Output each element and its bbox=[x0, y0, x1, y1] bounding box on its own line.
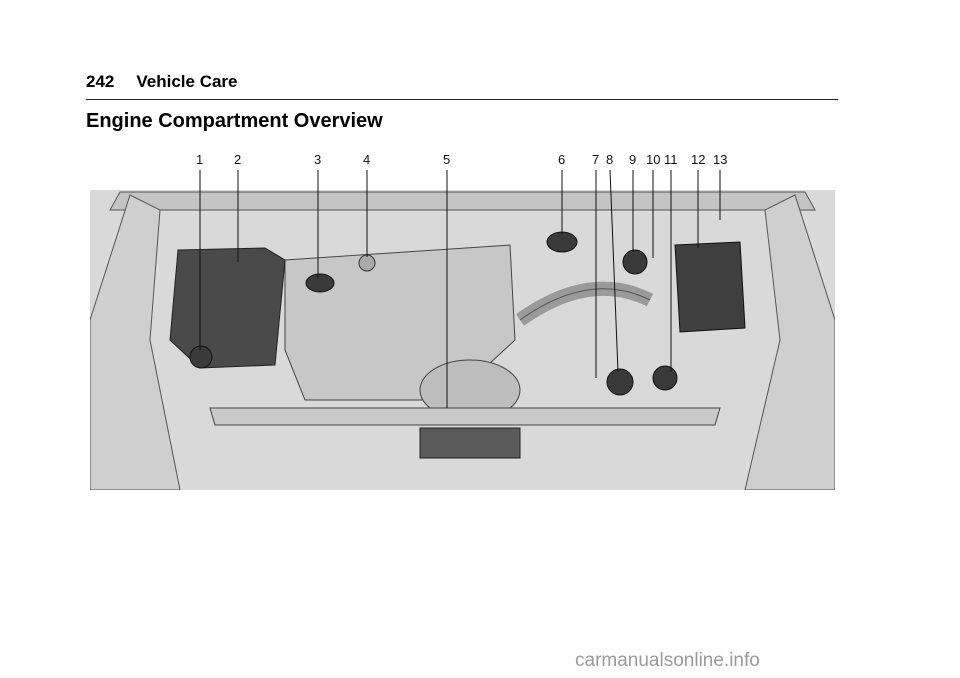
callout-11: 11 bbox=[664, 152, 678, 167]
callout-3: 3 bbox=[314, 152, 321, 167]
callout-1: 1 bbox=[196, 152, 203, 167]
header-rule bbox=[86, 99, 838, 100]
brake-fluid-cap bbox=[622, 249, 648, 275]
front-crossmember bbox=[209, 407, 721, 426]
fuse-block bbox=[674, 241, 746, 333]
coolant-reservoir-cap bbox=[546, 231, 578, 253]
callout-12: 12 bbox=[691, 152, 705, 167]
air-cleaner-box bbox=[169, 247, 286, 369]
callout-9: 9 bbox=[629, 152, 636, 167]
page-number: 242 bbox=[86, 72, 115, 91]
battery-cap bbox=[652, 365, 678, 391]
callout-6: 6 bbox=[558, 152, 565, 167]
power-steering-cap bbox=[606, 368, 634, 396]
right-fender bbox=[744, 194, 835, 490]
callout-5: 5 bbox=[443, 152, 450, 167]
watermark: carmanualsonline.info bbox=[575, 650, 760, 671]
section-name: Vehicle Care bbox=[136, 72, 238, 91]
callout-13: 13 bbox=[713, 152, 727, 167]
page-header: 242 Vehicle Care bbox=[86, 72, 238, 92]
engine-compartment-illustration: 1 2 3 4 5 6 7 8 9 10 11 12 13 bbox=[90, 152, 835, 490]
callout-2: 2 bbox=[234, 152, 241, 167]
oil-fill-cap bbox=[305, 273, 335, 293]
left-fender bbox=[90, 194, 181, 490]
callout-4: 4 bbox=[363, 152, 370, 167]
latch-panel bbox=[419, 427, 521, 459]
page-title: Engine Compartment Overview bbox=[86, 110, 383, 132]
oil-dipstick bbox=[358, 254, 376, 272]
callout-8: 8 bbox=[606, 152, 613, 167]
hood-edge bbox=[109, 191, 816, 211]
callout-7: 7 bbox=[592, 152, 599, 167]
washer-fluid-cap bbox=[189, 345, 213, 369]
callout-lines bbox=[199, 169, 721, 408]
callout-10: 10 bbox=[646, 152, 660, 167]
